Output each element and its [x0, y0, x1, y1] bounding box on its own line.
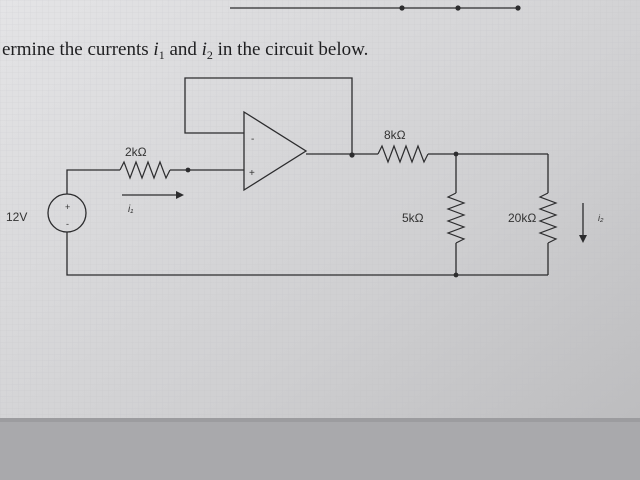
r-mid-label: 5kΩ	[402, 211, 424, 225]
opamp-minus: -	[251, 134, 254, 145]
bezel-edge	[0, 418, 640, 422]
opamp-plus: +	[249, 168, 255, 179]
monitor-bezel	[0, 420, 640, 480]
current1-label: i₁	[128, 204, 133, 215]
wire-ground	[66, 232, 548, 276]
resistor-8k	[377, 144, 429, 164]
feedback-wire	[184, 77, 353, 155]
r-input-label: 2kΩ	[125, 145, 147, 159]
source-minus-sign: -	[66, 219, 69, 229]
r-right-label: 20kΩ	[508, 211, 536, 225]
source-plus-sign: +	[65, 202, 70, 212]
node-bottom	[453, 272, 459, 278]
resistor-20k	[538, 192, 558, 244]
resistor-2k	[119, 160, 171, 180]
node-output	[349, 152, 355, 158]
wire-source-top	[66, 169, 120, 194]
current2-arrowhead	[579, 235, 587, 243]
screen-texture	[0, 0, 640, 420]
top-node	[399, 5, 405, 11]
top-node-2	[455, 5, 461, 11]
op-amp	[243, 110, 308, 192]
current2-label: i₂	[598, 213, 604, 223]
source-label: 12V	[6, 210, 27, 224]
top-node-3	[515, 5, 521, 11]
r-feedback-label: 8kΩ	[384, 128, 406, 142]
question-text: ermine the currents i1 and i2 in the cir…	[2, 39, 368, 62]
resistor-5k	[446, 192, 466, 244]
current1-arrowhead	[176, 191, 184, 199]
